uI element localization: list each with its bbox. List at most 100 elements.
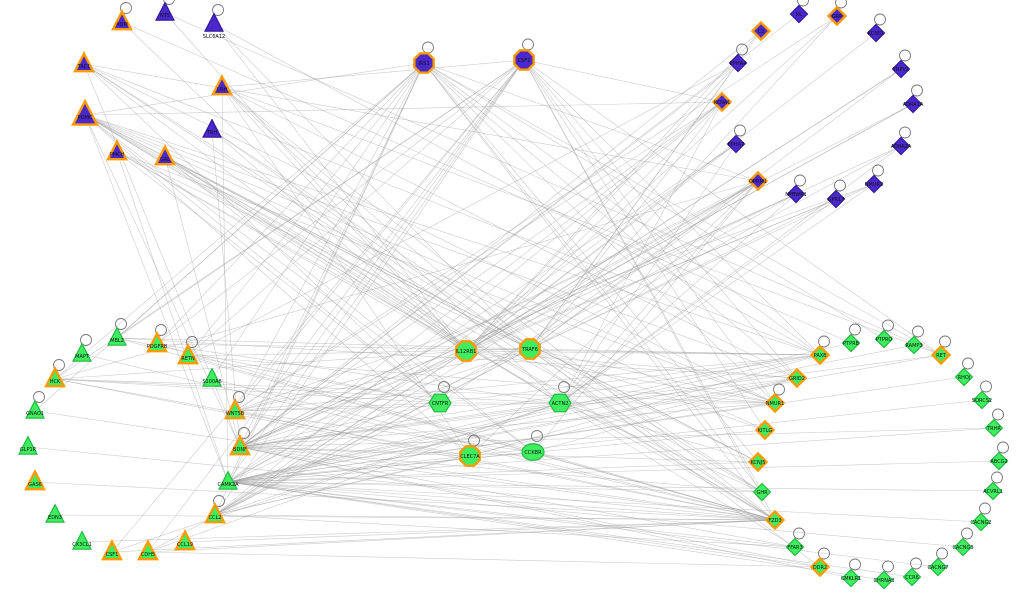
node-EDN3[interactable]: EDN3: [45, 503, 65, 523]
node-CACNG2[interactable]: CACNG2: [970, 512, 992, 532]
node-RHOJ[interactable]: RHOJ: [954, 367, 974, 387]
node-ACTN2[interactable]: ACTN2: [548, 393, 572, 413]
node-GRID2[interactable]: GRID2: [786, 367, 808, 389]
node-PMCH[interactable]: PMCH: [106, 139, 128, 161]
node-CCKBR[interactable]: CCKBR: [521, 443, 545, 461]
edge-CNTFR-HCK: [54, 378, 441, 404]
edge-TAC1-NMUR1: [83, 63, 776, 404]
node-PTPRB[interactable]: PTPRB: [841, 333, 861, 353]
edge-BDNF-CNTFR: [239, 402, 441, 448]
node-TRH[interactable]: TRH: [202, 118, 222, 138]
edge-PMCH-NMUR1: [116, 151, 776, 404]
node-RAMP3[interactable]: RAMP3: [904, 335, 924, 355]
edge-ADM-PTPRB: [121, 21, 852, 344]
node-TRPV1[interactable]: TRPV1: [891, 59, 911, 79]
node-CSF2[interactable]: CSF2: [513, 49, 535, 71]
node-ADRA2A[interactable]: ADRA2A: [891, 136, 912, 156]
edge-BDNF-PAX8: [239, 354, 821, 448]
node-shape: [211, 74, 233, 96]
self-loop-SLC6A12: [212, 4, 224, 16]
node-CLEC7A[interactable]: CLEC7A: [459, 445, 481, 467]
edge-CCL2-FFAR3: [214, 514, 796, 548]
edge-CNTFR-CCL2: [214, 402, 441, 516]
node-TAC1[interactable]: TAC1: [73, 51, 95, 73]
edge-FZD3-GNAO1: [34, 410, 776, 521]
node-NPBWR1[interactable]: NPBWR1: [785, 184, 807, 204]
node-IRS1[interactable]: IRS1: [413, 52, 435, 74]
node-KCNS1[interactable]: KCNS1: [866, 23, 886, 43]
node-CNTFR[interactable]: CNTFR: [428, 393, 452, 413]
node-NTS[interactable]: NTS: [155, 1, 175, 21]
node-SLC6A12[interactable]: SLC6A12: [203, 12, 225, 40]
node-shape: [455, 340, 477, 362]
edge-IRS1-HCK: [54, 62, 425, 380]
edge-POMC-GRID2: [84, 114, 798, 379]
edge-TRAF6-SLC6A12: [213, 23, 531, 350]
node-GLP1R[interactable]: GLP1R: [18, 435, 38, 455]
node-S100A8[interactable]: S100A8: [202, 367, 222, 387]
edge-CCL2-GRID2: [214, 377, 798, 516]
edge-TRAF6-OPRM1: [529, 180, 759, 350]
node-GAS6[interactable]: GAS6: [24, 469, 46, 491]
node-shape: [24, 469, 46, 491]
edge-ACTN2-KCNA1: [559, 101, 723, 404]
node-C2[interactable]: C2: [750, 20, 772, 42]
edge-IRS1-RETN: [187, 62, 425, 357]
edge-FZD3-EDN3: [54, 514, 776, 521]
node-SORCS2[interactable]: SORCS2: [972, 390, 992, 410]
node-CCL19[interactable]: CCL19: [174, 529, 196, 551]
node-MAPT[interactable]: MAPT: [72, 342, 92, 362]
node-ADM[interactable]: ADM: [111, 9, 133, 31]
node-CMKLR1[interactable]: CMKLR1: [841, 568, 862, 588]
node-MBL2[interactable]: MBL2: [107, 326, 127, 346]
edge-BDNF-ACTN2: [239, 402, 561, 448]
node-shape: [809, 556, 831, 578]
node-GNAO1[interactable]: GNAO1: [25, 399, 45, 419]
edge-BDNF-KCNA1: [239, 101, 723, 448]
node-shape: [972, 390, 992, 410]
edge-IRS1-PAX8: [423, 62, 821, 356]
node-CACNG7[interactable]: CACNG7: [927, 557, 949, 577]
node-POMC[interactable]: POMC: [71, 98, 99, 126]
edge-CAMK2A-RAMP3: [227, 344, 915, 483]
node-EPHA7[interactable]: EPHA7: [726, 134, 746, 154]
edge-EPHA4-RETN: [187, 62, 739, 357]
edge-IRS1-GHR: [423, 62, 763, 493]
node-CCR6[interactable]: CCR6: [902, 567, 922, 587]
node-RET[interactable]: RET: [930, 344, 952, 366]
node-CRH[interactable]: CRH: [211, 74, 233, 96]
edge-FZD3-CCL19: [184, 519, 776, 543]
node-NMUR2[interactable]: NMUR2: [864, 174, 884, 194]
node-CX3CL1[interactable]: CX3CL1: [72, 530, 92, 550]
node-ADRA1A[interactable]: ADRA1A: [903, 94, 924, 114]
edge-BDNF-RET: [239, 354, 942, 448]
node-TRHR[interactable]: TRHR: [984, 418, 1004, 438]
edge-POMC-BDNF: [84, 114, 241, 448]
node-CACNG3[interactable]: CACNG3: [952, 537, 974, 557]
edge-CSF2-HCK: [54, 59, 525, 380]
self-loop-CHRNA3: [882, 560, 894, 573]
node-GHR[interactable]: GHR: [752, 482, 772, 502]
node-PTPRO[interactable]: PTPRO: [874, 329, 894, 349]
node-KL[interactable]: KL: [789, 4, 809, 24]
node-DDR2[interactable]: DDR2: [809, 556, 831, 578]
node-ACVRL1[interactable]: ACVRL1: [983, 481, 1003, 501]
node-IL12RB1[interactable]: IL12RB1: [455, 340, 477, 362]
node-TRAF6[interactable]: TRAF6: [519, 338, 541, 360]
edge-TAC1-OPRM1: [83, 63, 759, 182]
node-FZD3[interactable]: FZD3: [764, 509, 786, 531]
self-loop-PDGFRB: [155, 324, 167, 336]
node-ABCG2[interactable]: ABCG2: [989, 451, 1009, 471]
node-shape: [786, 184, 806, 204]
self-loop-TRHR: [992, 408, 1004, 421]
edge-HCK-NMUR1: [54, 378, 776, 404]
edge-FZD3-CX3CL1: [81, 519, 776, 543]
edge-CNTFR-WNT5B: [234, 402, 441, 412]
edge-KCNA1-WNT5B: [234, 101, 723, 412]
node-GRP[interactable]: GRP: [826, 5, 848, 27]
edge-TRAF6-GPR17: [529, 198, 837, 350]
edge-ACTN2-GHR: [559, 402, 763, 493]
edge-TRAF6-NMUR2: [529, 183, 875, 350]
